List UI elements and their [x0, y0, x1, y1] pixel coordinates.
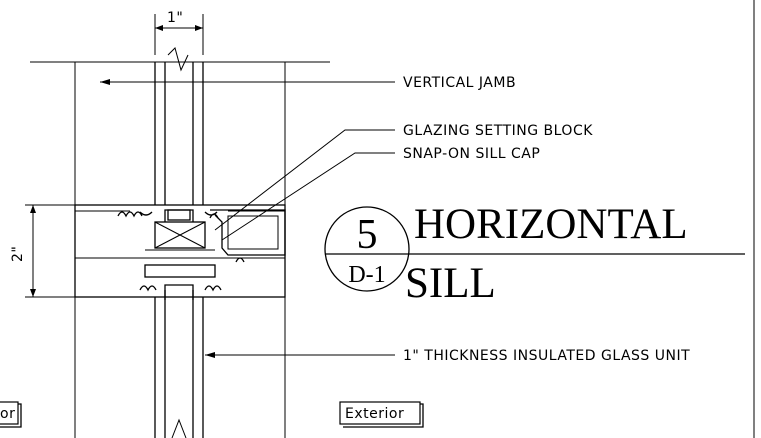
callout-vertical-jamb: VERTICAL JAMB [403, 75, 516, 91]
detail-number: 5 [357, 212, 378, 258]
top-dimension-label: 1" [167, 10, 183, 26]
exterior-label-box: Exterior [339, 401, 424, 428]
callout-leaders [100, 79, 395, 358]
interior-label: or [0, 406, 15, 422]
lower-glass-unit [154, 284, 204, 438]
interior-label-box: or [0, 401, 22, 428]
callout-glazing-setting-block: GLAZING SETTING BLOCK [403, 123, 593, 139]
detail-title-line1: HORIZONTAL [414, 201, 688, 248]
top-dimension: 1" [154, 10, 204, 55]
detail-tag: 5 D-1 HORIZONTAL SILL [324, 201, 745, 307]
left-dimension: 2" [10, 204, 75, 298]
sill-profile [74, 204, 286, 298]
callout-glass-unit: 1" THICKNESS INSULATED GLASS UNIT [403, 348, 690, 364]
detail-sheet: D-1 [348, 262, 385, 288]
exterior-label: Exterior [345, 406, 404, 422]
callout-snap-on-sill-cap: SNAP-ON SILL CAP [403, 146, 540, 162]
break-symbol [167, 47, 189, 72]
detail-title-line2: SILL [405, 260, 496, 307]
upper-glass-unit [154, 47, 204, 222]
left-dimension-label: 2" [10, 246, 26, 262]
